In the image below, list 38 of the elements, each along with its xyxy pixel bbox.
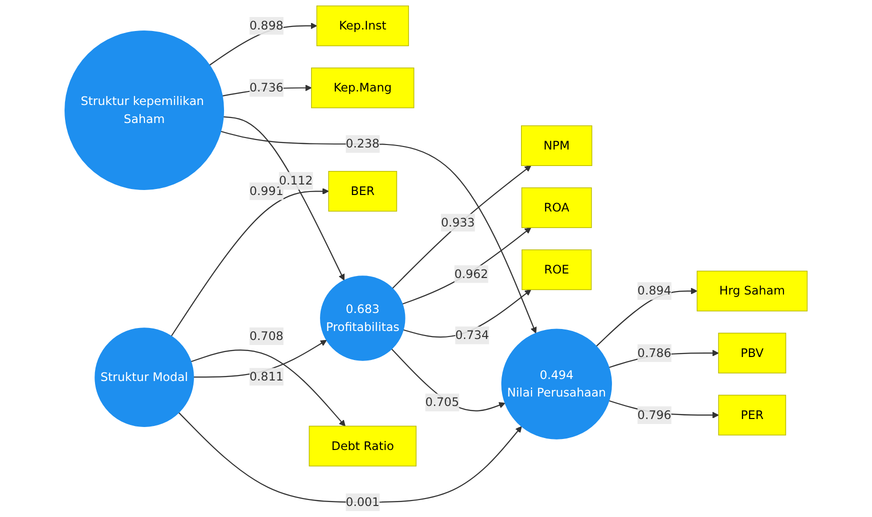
edge-label: 0.238	[346, 136, 380, 151]
arrow	[178, 412, 522, 503]
node-circle	[64, 30, 224, 190]
node-box	[718, 332, 786, 374]
edge-label: 0.962	[454, 266, 488, 281]
arrow	[391, 348, 506, 412]
node-box	[311, 68, 414, 108]
edge-label: 0.811	[249, 369, 284, 384]
node-box	[308, 426, 416, 466]
node-circle	[94, 328, 194, 427]
edge-label: 0.933	[440, 215, 475, 230]
arrow	[223, 116, 344, 281]
path-model-diagram: 0.991 0.708 0.811 0.001 0.933 0.962 0.734 0.705 0.894 0.786 0.796 0.898 0.736 0.112 0.238 Struktur kepemilikan Saham Kep.Inst Kep.Mang Struktur Modal BER Debt Ratio 0.683 Profitabilitas NPM ROA ROE 0.494 Nilai Perusahaan Hrg Saham PBV PER	[58, 0, 814, 517]
node-box	[521, 187, 592, 228]
node-box	[328, 170, 398, 212]
edge-label: 0.786	[637, 346, 672, 360]
edge-label: 0.991	[249, 184, 284, 198]
edge-label: 0.112	[278, 174, 313, 188]
node-box	[718, 394, 786, 436]
edge-label: 0.001	[346, 494, 380, 509]
node-box	[696, 270, 808, 312]
node-box	[520, 125, 592, 166]
edge-label: 0.705	[425, 395, 460, 410]
edge-label: 0.734	[455, 328, 489, 342]
edge-label: 0.898	[249, 18, 284, 32]
edge-label: 0.796	[637, 408, 672, 422]
node-box	[316, 6, 409, 46]
arrow	[402, 227, 532, 304]
arrow	[220, 130, 537, 334]
arrow	[392, 165, 532, 289]
node-box	[522, 249, 592, 290]
arrow	[170, 188, 329, 336]
edge-label: 0.894	[637, 284, 672, 298]
edge-label: 0.736	[249, 80, 284, 95]
node-circle	[501, 328, 612, 440]
edge-label: 0.708	[249, 328, 284, 343]
arrow	[190, 350, 346, 426]
node-circle	[320, 276, 406, 361]
